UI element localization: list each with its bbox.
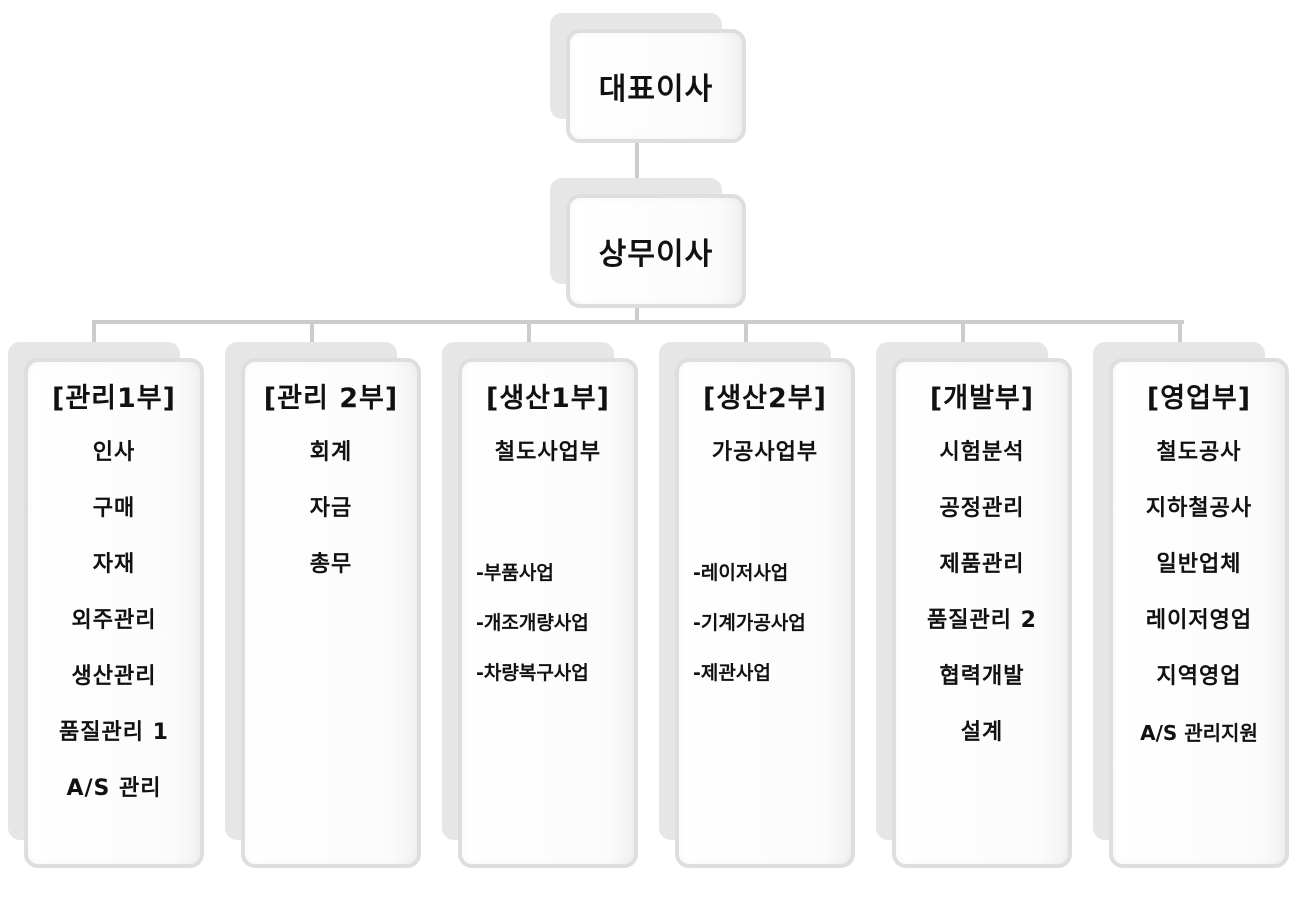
department-item: 생산관리 [71,664,157,689]
department-item: 철도사업부 [494,440,602,465]
department-bus-line [92,320,1184,324]
department-item: 시험분석 [939,440,1025,465]
department-subitem: -제관사업 [693,662,771,684]
department-item: 제품관리 [939,552,1025,577]
department-item: 지하철공사 [1145,496,1253,521]
director-box-face [566,194,746,308]
department-item: 인사 [92,440,136,465]
department-title: [영업부] [1146,383,1252,414]
department-subitem: -레이저사업 [693,562,789,584]
dept-drop-5 [961,320,965,360]
ceo-label: 대표이사 [598,72,714,107]
department-title: [생산2부] [703,383,827,414]
department-face [458,358,638,868]
department-item: 철도공사 [1156,440,1242,465]
department-subitem-list: -부품사업 -개조개량사업 -차량복구사업 [458,558,638,708]
department-item: A/S 관리지원 [1140,721,1258,745]
department-item-list: 가공사업부 [675,438,855,494]
department-item: 자재 [92,552,136,577]
department-subitem: -차량복구사업 [476,662,589,684]
department-item: 협력개발 [939,664,1025,689]
department-subitem: -부품사업 [476,562,554,584]
department-item-list: 인사 구매 자재 외주관리 생산관리 품질관리 1 A/S 관리 [24,438,204,830]
department-item: 자금 [309,496,353,521]
department-face [24,358,204,868]
department-title: [관리1부] [52,383,176,414]
department-item: 외주관리 [71,608,157,633]
department-subitem: -기계가공사업 [693,612,806,634]
department-item: 공정관리 [939,496,1025,521]
department-subitem-list: -레이저사업 -기계가공사업 -제관사업 [675,558,855,708]
department-item: 품질관리 1 [59,720,169,745]
department-item: 일반업체 [1156,552,1242,577]
department-item: 구매 [92,496,136,521]
department-face [1109,358,1289,868]
department-title: [관리 2부] [263,383,399,414]
dept-drop-4 [744,320,748,360]
department-item-list: 회계 자금 총무 [241,438,421,606]
department-item-list: 철도사업부 [458,438,638,494]
department-face [675,358,855,868]
dept-drop-1 [92,320,96,360]
dept-drop-3 [527,320,531,360]
ceo-director-connector [635,128,639,180]
department-item: 가공사업부 [711,440,819,465]
department-item: 설계 [960,720,1004,745]
department-face [241,358,421,868]
department-item-list: 철도공사 지하철공사 일반업체 레이저영업 지역영업 A/S 관리지원 [1109,438,1289,774]
department-item: 총무 [309,552,353,577]
department-item: A/S 관리 [66,776,162,801]
department-item: 회계 [309,440,353,465]
department-subitem: -개조개량사업 [476,612,589,634]
dept-drop-6 [1178,320,1182,360]
ceo-box-face [566,29,746,143]
dept-drop-2 [310,320,314,360]
department-item-list: 시험분석 공정관리 제품관리 품질관리 2 협력개발 설계 [892,438,1072,774]
department-title: [개발부] [929,383,1035,414]
department-title: [생산1부] [486,383,610,414]
department-face [892,358,1072,868]
department-item: 지역영업 [1156,664,1242,689]
department-item: 레이저영업 [1145,608,1253,633]
director-bus-connector [635,300,639,324]
director-label: 상무이사 [598,237,714,272]
department-item: 품질관리 2 [927,608,1037,633]
